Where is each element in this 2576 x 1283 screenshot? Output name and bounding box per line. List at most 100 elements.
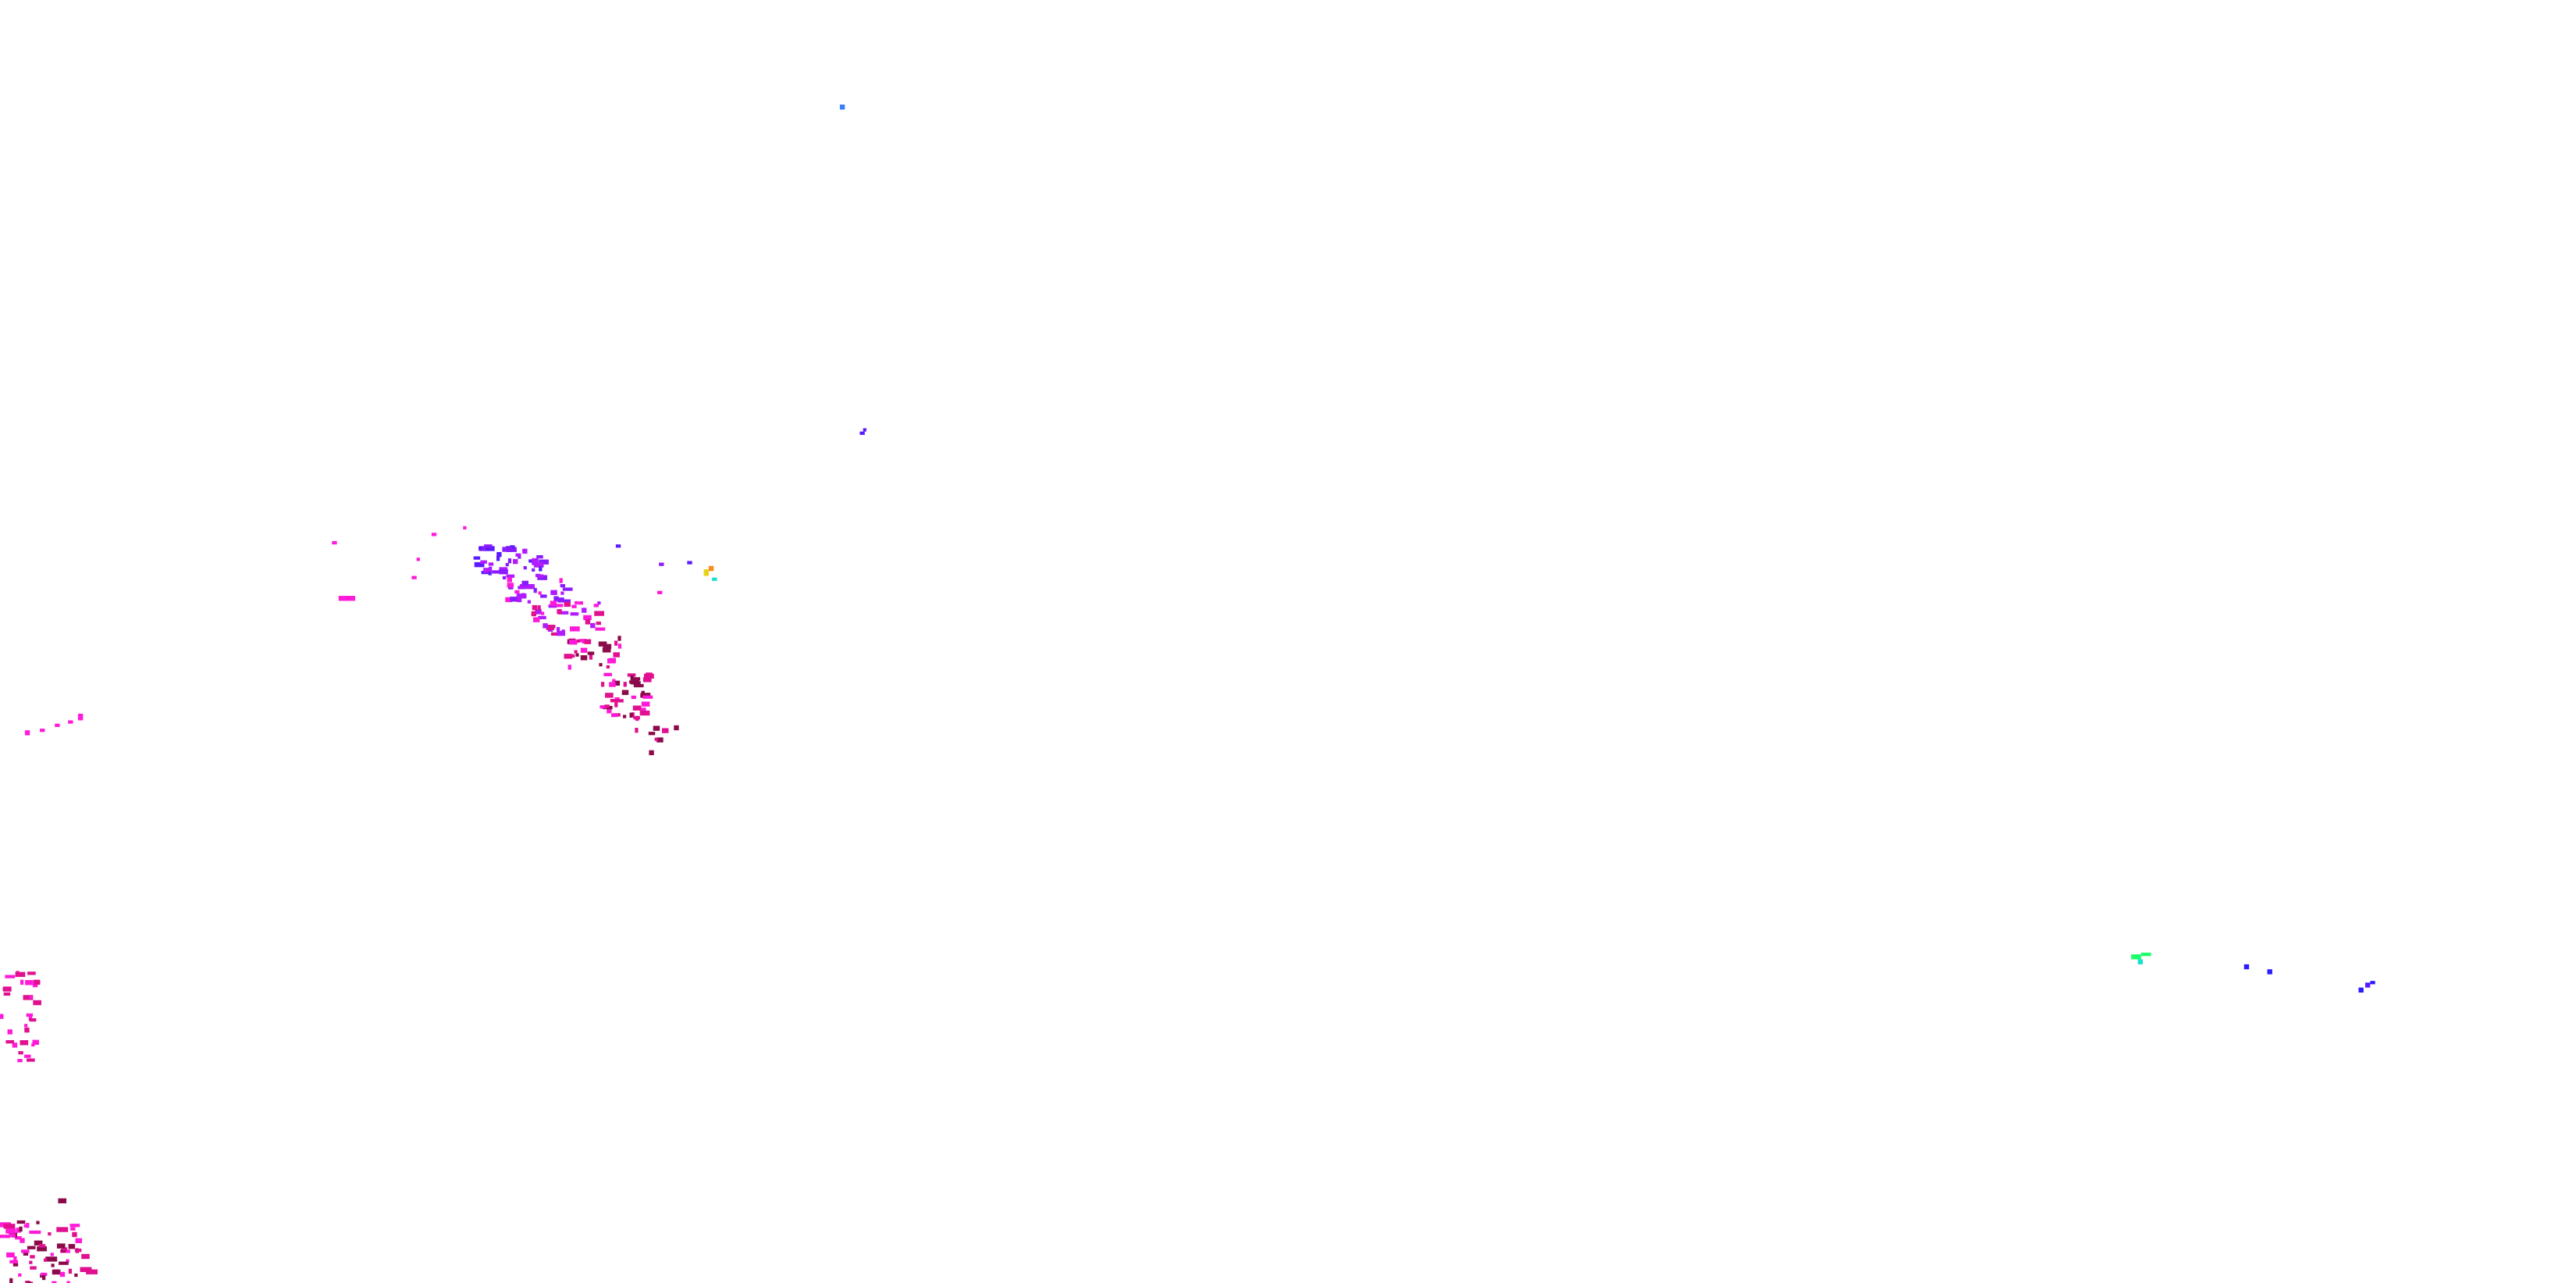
echo-pixel	[687, 561, 692, 565]
echo-pixel	[532, 568, 535, 572]
echo-pixel	[37, 1246, 47, 1252]
echo-pixel	[29, 1260, 33, 1264]
echo-pixel	[9, 1234, 16, 1238]
echo-pixel	[19, 1226, 23, 1232]
echo-pixel	[642, 695, 653, 699]
echo-pixel	[536, 554, 543, 559]
echo-pixel	[5, 975, 16, 978]
echo-pixel	[15, 1236, 22, 1240]
echo-pixel	[492, 570, 500, 574]
echo-pixel	[582, 608, 587, 613]
echo-pixel	[546, 626, 555, 630]
echo-pixel	[543, 623, 548, 629]
echo-pixel	[86, 1269, 98, 1274]
echo-pixel	[2131, 954, 2141, 960]
echo-pixel	[25, 980, 34, 985]
echo-pixel	[66, 1281, 70, 1283]
echo-pixel	[502, 576, 507, 580]
echo-pixel	[0, 1014, 4, 1019]
echo-pixel	[50, 1253, 54, 1256]
echo-pixel	[6, 1252, 15, 1258]
bottom-left-cluster	[0, 1198, 98, 1283]
echo-pixel	[607, 708, 612, 714]
echo-pixel	[839, 104, 845, 110]
echo-pixel	[38, 1244, 46, 1248]
echo-pixel	[12, 1042, 18, 1048]
echo-pixel	[2370, 981, 2375, 985]
echo-pixel	[562, 587, 573, 591]
echo-pixel	[32, 1039, 39, 1045]
echo-pixel	[20, 1040, 29, 1046]
echo-pixel	[576, 639, 581, 643]
echo-pixel	[614, 640, 618, 646]
echo-pixel	[29, 996, 33, 1000]
echo-pixel	[558, 611, 569, 615]
echo-pixel	[474, 561, 485, 568]
echo-pixel	[13, 1256, 17, 1262]
echo-pixel	[630, 681, 641, 685]
echo-pixel	[610, 699, 614, 703]
echo-pixel	[603, 643, 612, 650]
echo-pixel	[30, 1255, 35, 1259]
echo-pixel	[568, 640, 578, 645]
echo-pixel	[5, 1228, 16, 1234]
echo-pixel	[3, 1224, 16, 1229]
echo-pixel	[523, 566, 527, 570]
east-echo-group	[2131, 953, 2375, 993]
echo-pixel	[43, 1258, 48, 1262]
echo-pixel	[521, 593, 525, 598]
echo-pixel	[33, 1000, 41, 1006]
echo-pixel	[559, 578, 563, 583]
echo-pixel	[463, 526, 467, 530]
echo-pixel	[33, 979, 41, 985]
echo-pixel	[535, 609, 542, 615]
echo-pixel	[604, 704, 610, 708]
echo-pixel	[12, 1263, 19, 1267]
echo-pixel	[68, 1268, 73, 1274]
echo-pixel	[16, 1220, 26, 1224]
echo-pixel	[553, 596, 559, 601]
echo-pixel	[622, 715, 627, 718]
isolated-echo-north	[839, 104, 845, 110]
echo-pixel	[23, 1252, 29, 1256]
echo-pixel	[584, 639, 592, 644]
echo-pixel	[59, 1271, 66, 1278]
echo-pixel	[533, 587, 537, 593]
echo-pixel	[606, 665, 610, 669]
echo-pixel	[507, 558, 512, 564]
echo-pixel	[654, 737, 658, 741]
echo-pixel	[615, 544, 621, 548]
echo-pixel	[575, 653, 579, 657]
echo-pixel	[623, 682, 627, 687]
echo-pixel	[55, 723, 60, 727]
echo-pixel	[2137, 959, 2144, 964]
echo-pixel	[27, 1246, 36, 1249]
echo-pixel	[488, 572, 492, 576]
echo-pixel	[496, 556, 500, 561]
echo-pixel	[513, 558, 518, 565]
echo-pixel	[659, 562, 664, 566]
echo-pixel	[703, 569, 709, 576]
echo-pixel	[557, 597, 564, 603]
echo-pixel	[614, 702, 618, 707]
echo-pixel	[657, 590, 663, 594]
echo-pixel	[26, 1013, 34, 1017]
echo-pixel	[603, 672, 612, 676]
echo-pixel	[16, 1228, 21, 1233]
echo-pixel	[589, 654, 593, 660]
echo-pixel	[635, 715, 639, 722]
echo-pixel	[540, 594, 547, 598]
echo-pixel	[538, 615, 546, 620]
echo-pixel	[507, 577, 512, 583]
echo-pixel	[484, 544, 493, 548]
echo-pixel	[859, 431, 865, 435]
echo-pixel	[537, 605, 541, 611]
echo-pixel	[598, 641, 607, 647]
echo-pixel	[40, 1272, 48, 1277]
echo-pixel	[593, 604, 599, 608]
echo-pixel	[546, 625, 556, 629]
echo-pixel	[708, 565, 714, 572]
echo-pixel	[32, 983, 38, 988]
